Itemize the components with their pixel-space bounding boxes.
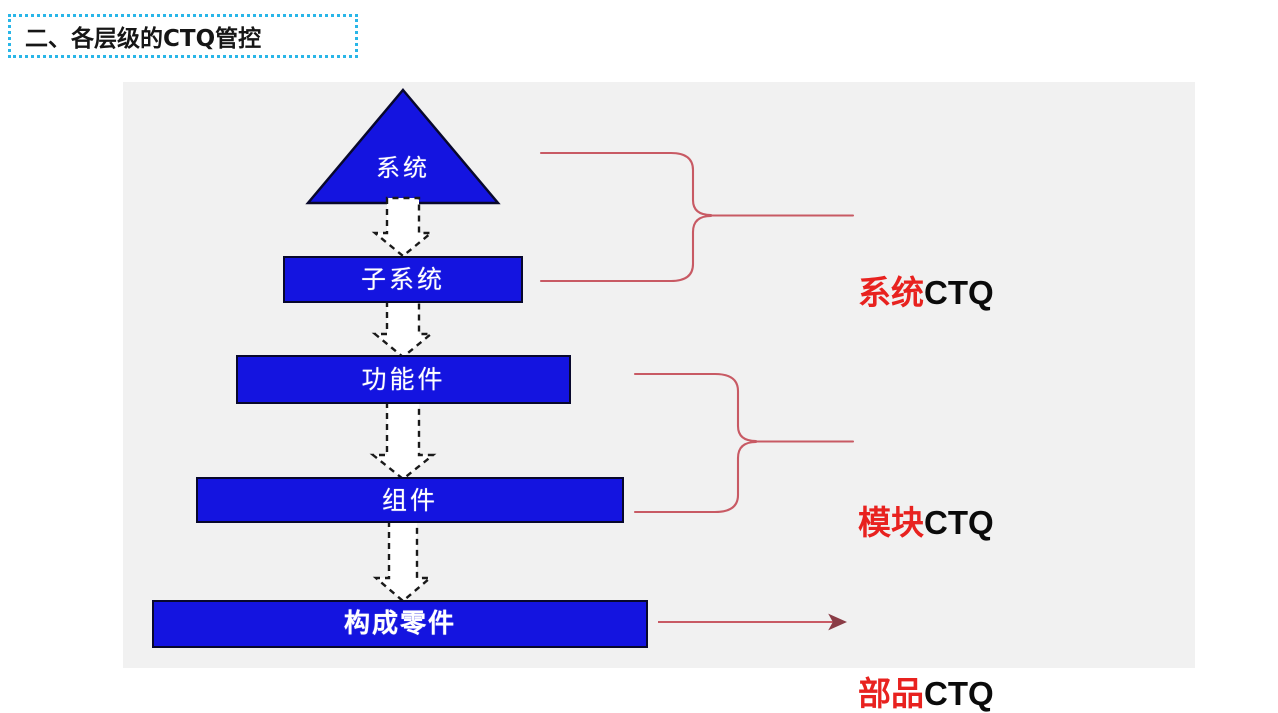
level-subsystem[interactable]: 子系统 (283, 256, 523, 303)
ctq-label-part: 部品CTQ (858, 677, 994, 710)
ctq-label-part-cn: 部品 (858, 674, 924, 713)
dashed-arrow-system-subsystem (371, 196, 435, 258)
dashed-arrow-component-part (372, 519, 434, 603)
level-function-label: 功能件 (361, 365, 446, 394)
section-title-box: 二、各层级的CTQ管控 (8, 14, 358, 58)
level-part-label: 构成零件 (343, 609, 456, 639)
dashed-arrow-function-component (369, 400, 437, 481)
ctq-label-module-en: CTQ (924, 504, 994, 541)
level-function[interactable]: 功能件 (236, 355, 571, 404)
diagram-canvas (305, 88, 855, 631)
ctq-label-module: 模块CTQ (858, 506, 994, 539)
level-component-label: 组件 (381, 485, 438, 515)
ctq-label-system: 系统CTQ (858, 276, 994, 309)
level-system-label: 系统 (376, 154, 430, 182)
ctq-label-module-cn: 模块 (858, 503, 924, 542)
bracket-module-group (633, 372, 855, 514)
level-part[interactable]: 构成零件 (152, 600, 648, 648)
level-system[interactable]: 系统 (308, 90, 498, 203)
ctq-label-part-en: CTQ (924, 675, 994, 712)
ctq-label-system-cn: 系统 (858, 273, 924, 312)
bracket-system-group (539, 151, 855, 283)
diagram-panel: 系统 子系统 功能件 组件 构成零件 系统CTQ 模块CTQ 部品CTQ (123, 82, 1195, 710)
ctq-label-system-en: CTQ (924, 274, 994, 311)
page-title: 二、各层级的CTQ管控 (25, 26, 262, 52)
dashed-arrow-subsystem-function (371, 299, 435, 359)
level-subsystem-label: 子系统 (360, 265, 445, 294)
level-component[interactable]: 组件 (196, 477, 624, 523)
